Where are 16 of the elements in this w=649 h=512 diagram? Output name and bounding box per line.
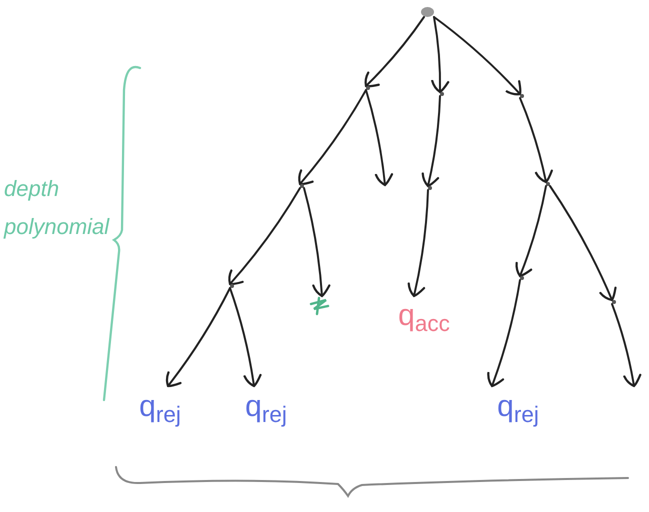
branch-dot bbox=[440, 92, 444, 96]
branch-dot bbox=[520, 276, 524, 280]
state-label: q$_{rej}$ bbox=[124, 386, 196, 428]
branch-dot bbox=[520, 94, 524, 98]
branch-dot bbox=[428, 186, 432, 190]
branch-dot bbox=[300, 184, 304, 188]
state-label: q$_{rej}$ bbox=[482, 386, 554, 428]
state-label: q$_{rej}$ bbox=[230, 386, 302, 428]
branch-dot bbox=[230, 284, 234, 288]
branch-dot bbox=[546, 182, 550, 186]
branch-dot bbox=[366, 86, 370, 90]
bracket-label: depth polynomial bbox=[4, 175, 111, 241]
state-label: q$_{acc}$ bbox=[384, 296, 464, 336]
branch-dot bbox=[612, 300, 616, 304]
strike-mark-icon bbox=[309, 296, 331, 316]
start-dot bbox=[421, 7, 434, 17]
